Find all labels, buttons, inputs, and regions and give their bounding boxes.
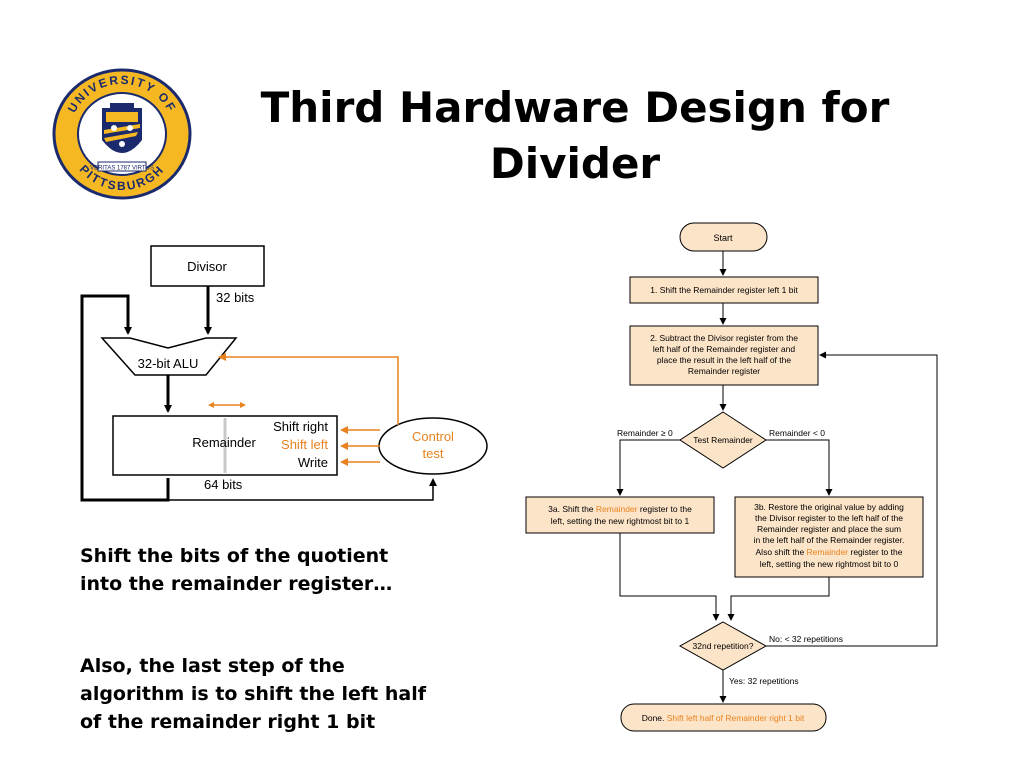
remainder-label: Remainder — [192, 435, 256, 450]
slide-title: Third Hardware Design for Divider — [200, 80, 950, 192]
title-line-2: Divider — [489, 139, 661, 188]
flow-step-3a-line-1: 3a. Shift the Remainder register to the — [548, 504, 692, 514]
alu-shape — [100, 337, 238, 376]
flow-step-3b-line-4: in the left half of the Remainder regist… — [754, 535, 905, 545]
flow-step-2-line-2: left half of the Remainder register and — [653, 344, 795, 354]
flow-done-label: Done. Shift left half of Remainder right… — [642, 713, 805, 723]
flow-lt-label: Remainder < 0 — [769, 428, 825, 438]
shift-right-label: Shift right — [273, 419, 328, 434]
flow-step-3b-line-6: left, setting the new rightmost bit to 0 — [760, 559, 899, 569]
flow-repetition — [678, 621, 768, 671]
flow-step-2-line-1: 2. Subtract the Divisor register from th… — [650, 333, 798, 343]
title-line-1: Third Hardware Design for — [260, 83, 890, 132]
divisor-label: Divisor — [187, 259, 227, 274]
divisor-bits-label: 32 bits — [216, 290, 255, 305]
control-label-1: Control — [412, 429, 454, 444]
flow-step-3a-line-2: left, setting the new rightmost bit to 1 — [551, 516, 690, 526]
flow-done — [620, 703, 827, 732]
flow-step-3b-line-2: the Divisor register to the left half of… — [755, 513, 903, 523]
flow-test-remainder — [679, 411, 767, 469]
flow-step-3b — [734, 496, 924, 578]
flow-step-1 — [629, 276, 819, 304]
write-label: Write — [298, 455, 328, 470]
note-1-line-1: Shift the bits of the quotient — [80, 545, 389, 567]
flow-start — [679, 222, 768, 252]
flow-step-1-label: 1. Shift the Remainder register left 1 b… — [650, 285, 798, 295]
note-last-step: Also, the last step of the algorithm is … — [80, 652, 500, 736]
alu-label: 32-bit ALU — [138, 356, 199, 371]
flow-step-3b-line-5: Also shift the Remainder register to the — [756, 547, 903, 557]
note-1-line-2: into the remainder register… — [80, 573, 393, 595]
flow-ge-label: Remainder ≥ 0 — [617, 428, 673, 438]
flow-start-label: Start — [713, 233, 733, 243]
flow-step-2-line-4: Remainder register — [688, 366, 760, 376]
flow-step-3b-line-1: 3b. Restore the original value by adding — [754, 502, 904, 512]
shift-left-label: Shift left — [281, 437, 328, 452]
control-label-2: test — [423, 446, 444, 461]
flow-no-label: No: < 32 repetitions — [769, 634, 843, 644]
note-shift-quotient: Shift the bits of the quotient into the … — [80, 542, 500, 598]
hardware-diagram: Divisor 32 bits 32-bit ALU Remainder Shi… — [80, 245, 488, 502]
flow-test-label: Test Remainder — [693, 435, 753, 445]
flow-step-2-line-3: place the result in the left half of the — [657, 355, 791, 365]
note-2-line-3: of the remainder right 1 bit — [80, 711, 376, 733]
flow-repetition-label: 32nd repetition? — [693, 641, 754, 651]
remainder-bits-label: 64 bits — [204, 477, 243, 492]
flow-step-3b-line-3: Remainder register and place the sum — [757, 524, 901, 534]
flow-yes-label: Yes: 32 repetitions — [729, 676, 799, 686]
flow-step-3a — [525, 496, 715, 534]
flow-step-2 — [629, 325, 819, 386]
university-of-pittsburgh-seal-icon: VERITAS 1787 VIRTUS UNIVERSITY OF PITTSB… — [52, 68, 192, 200]
note-2-line-1: Also, the last step of the — [80, 655, 345, 677]
logo-motto: VERITAS 1787 VIRTUS — [90, 166, 154, 172]
note-2-line-2: algorithm is to shift the left half — [80, 683, 426, 705]
